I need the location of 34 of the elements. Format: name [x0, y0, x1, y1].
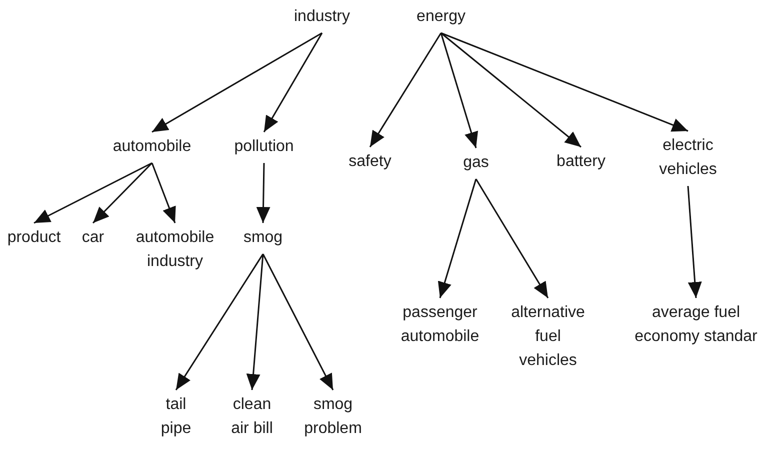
arrow [687, 186, 702, 298]
arrow [151, 162, 176, 224]
concept-label: product [7, 226, 61, 250]
concept-label: alternative fuel vehicles [508, 301, 588, 373]
concept-label: clean air bill [224, 393, 280, 441]
concept-label: industry [294, 5, 350, 29]
arrow [440, 32, 582, 148]
concept-label: gas [463, 151, 489, 175]
arrow [438, 178, 477, 298]
concept-label: smog problem [302, 393, 364, 441]
concept-label: tail pipe [156, 393, 196, 441]
concept-label: electric vehicles [656, 134, 720, 182]
concept-label: passenger automobile [399, 301, 481, 349]
arrow [175, 254, 264, 390]
arrow [152, 32, 322, 133]
arrow [475, 178, 549, 298]
concept-label: energy [416, 5, 466, 29]
concept-label: average fuel economy standar [633, 301, 759, 349]
arrow [263, 32, 323, 132]
arrow [34, 162, 152, 224]
concept-label: smog [243, 226, 283, 250]
arrow [256, 162, 270, 224]
arrow [440, 32, 478, 148]
arrow [262, 254, 334, 390]
concept-label: battery [556, 150, 606, 174]
concept-label: car [82, 226, 104, 250]
arrow [440, 32, 688, 132]
concept-label: automobile [112, 135, 192, 159]
concept-label: safety [348, 150, 392, 174]
arrow [92, 162, 153, 224]
concept-label: pollution [234, 135, 294, 159]
arrow [369, 32, 442, 148]
concept-label: automobile industry [133, 226, 217, 274]
arrow [246, 254, 264, 390]
